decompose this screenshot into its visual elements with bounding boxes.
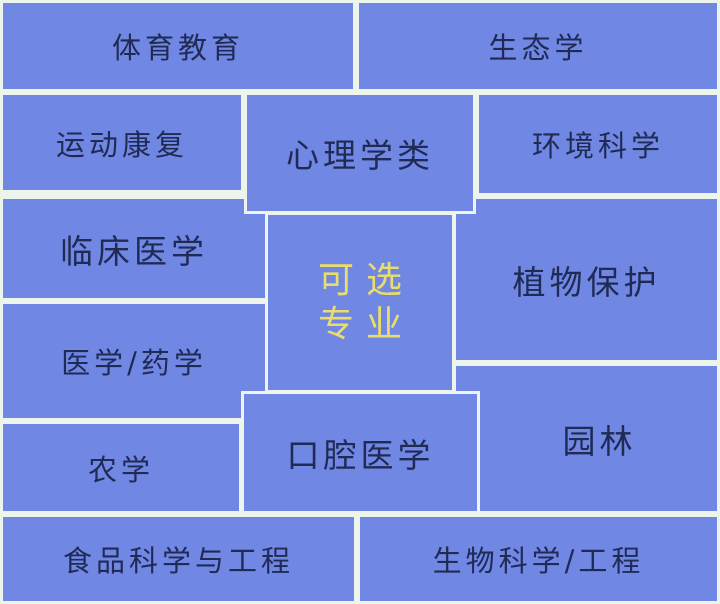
major-box-sports-rehabilitation: 运动康复 — [0, 92, 244, 193]
major-box-psychology: 心理学类 — [244, 92, 476, 214]
major-box-environmental-science: 环境科学 — [476, 92, 720, 196]
major-box-stomatology: 口腔医学 — [241, 391, 480, 514]
major-box-biological-science-engineering: 生物科学/工程 — [357, 514, 720, 604]
major-box-food-science-engineering: 食品科学与工程 — [0, 514, 357, 604]
major-box-medicine-pharmacy: 医学/药学 — [0, 301, 268, 421]
major-box-agronomy: 农学 — [0, 421, 242, 514]
center-title-line1: 可选 — [317, 259, 414, 301]
major-box-clinical-medicine: 临床医学 — [0, 196, 268, 301]
center-title-selectable-majors: 可选 专业 — [265, 212, 455, 393]
major-box-landscape-architecture: 园林 — [453, 363, 720, 514]
major-box-ecology: 生态学 — [356, 0, 720, 92]
major-box-plant-protection: 植物保护 — [453, 196, 720, 363]
major-box-physical-education: 体育教育 — [0, 0, 356, 92]
center-title-line2: 专业 — [317, 303, 414, 345]
